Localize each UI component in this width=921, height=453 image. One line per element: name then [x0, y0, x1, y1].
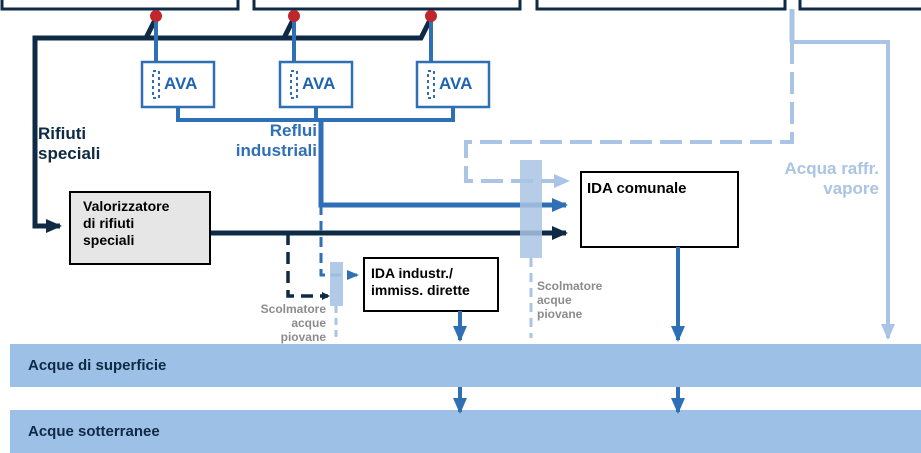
process-boxes	[69, 171, 739, 312]
ava-box-3	[415, 60, 491, 109]
ava-box-1	[140, 60, 216, 109]
ava-label-2: AVA	[302, 74, 336, 93]
industrial-effluent-label: Reflui industriali	[235, 121, 317, 160]
scolmatore-label-right: Scolmatore acque piovane	[537, 279, 603, 321]
ava-box-2	[278, 60, 354, 109]
surface-water-label: Acque di superficie	[28, 357, 167, 374]
discharge-arrows	[453, 247, 685, 342]
junction-nodes	[150, 10, 437, 22]
industrial-effluent-flow	[176, 107, 568, 280]
scolmatore-label-left: Scolmatore acque piovane	[260, 302, 326, 344]
infiltration-arrows	[453, 387, 685, 414]
special-waste-label: Rifiuti speciali	[38, 124, 101, 163]
ida-comunale-label: IDA comunale	[587, 180, 687, 197]
ida-industriale-label: IDA industr./ immiss. dirette	[371, 265, 470, 298]
groundwater-label: Acque sotterranee	[28, 423, 160, 440]
ava-label-1: AVA	[164, 74, 198, 93]
special-waste-flow	[32, 16, 568, 300]
water-bands	[10, 344, 921, 453]
ava-boxes	[140, 60, 491, 109]
valorizzatore-label: Valorizzatore di rifiuti speciali	[83, 198, 170, 248]
ava-label-3: AVA	[439, 74, 473, 93]
cooling-water-label: Acqua raffr. vapore	[784, 159, 879, 198]
top-source-boxes	[0, 0, 921, 11]
stormwater-overflows	[330, 160, 542, 340]
cooling-water-flow	[464, 9, 895, 340]
